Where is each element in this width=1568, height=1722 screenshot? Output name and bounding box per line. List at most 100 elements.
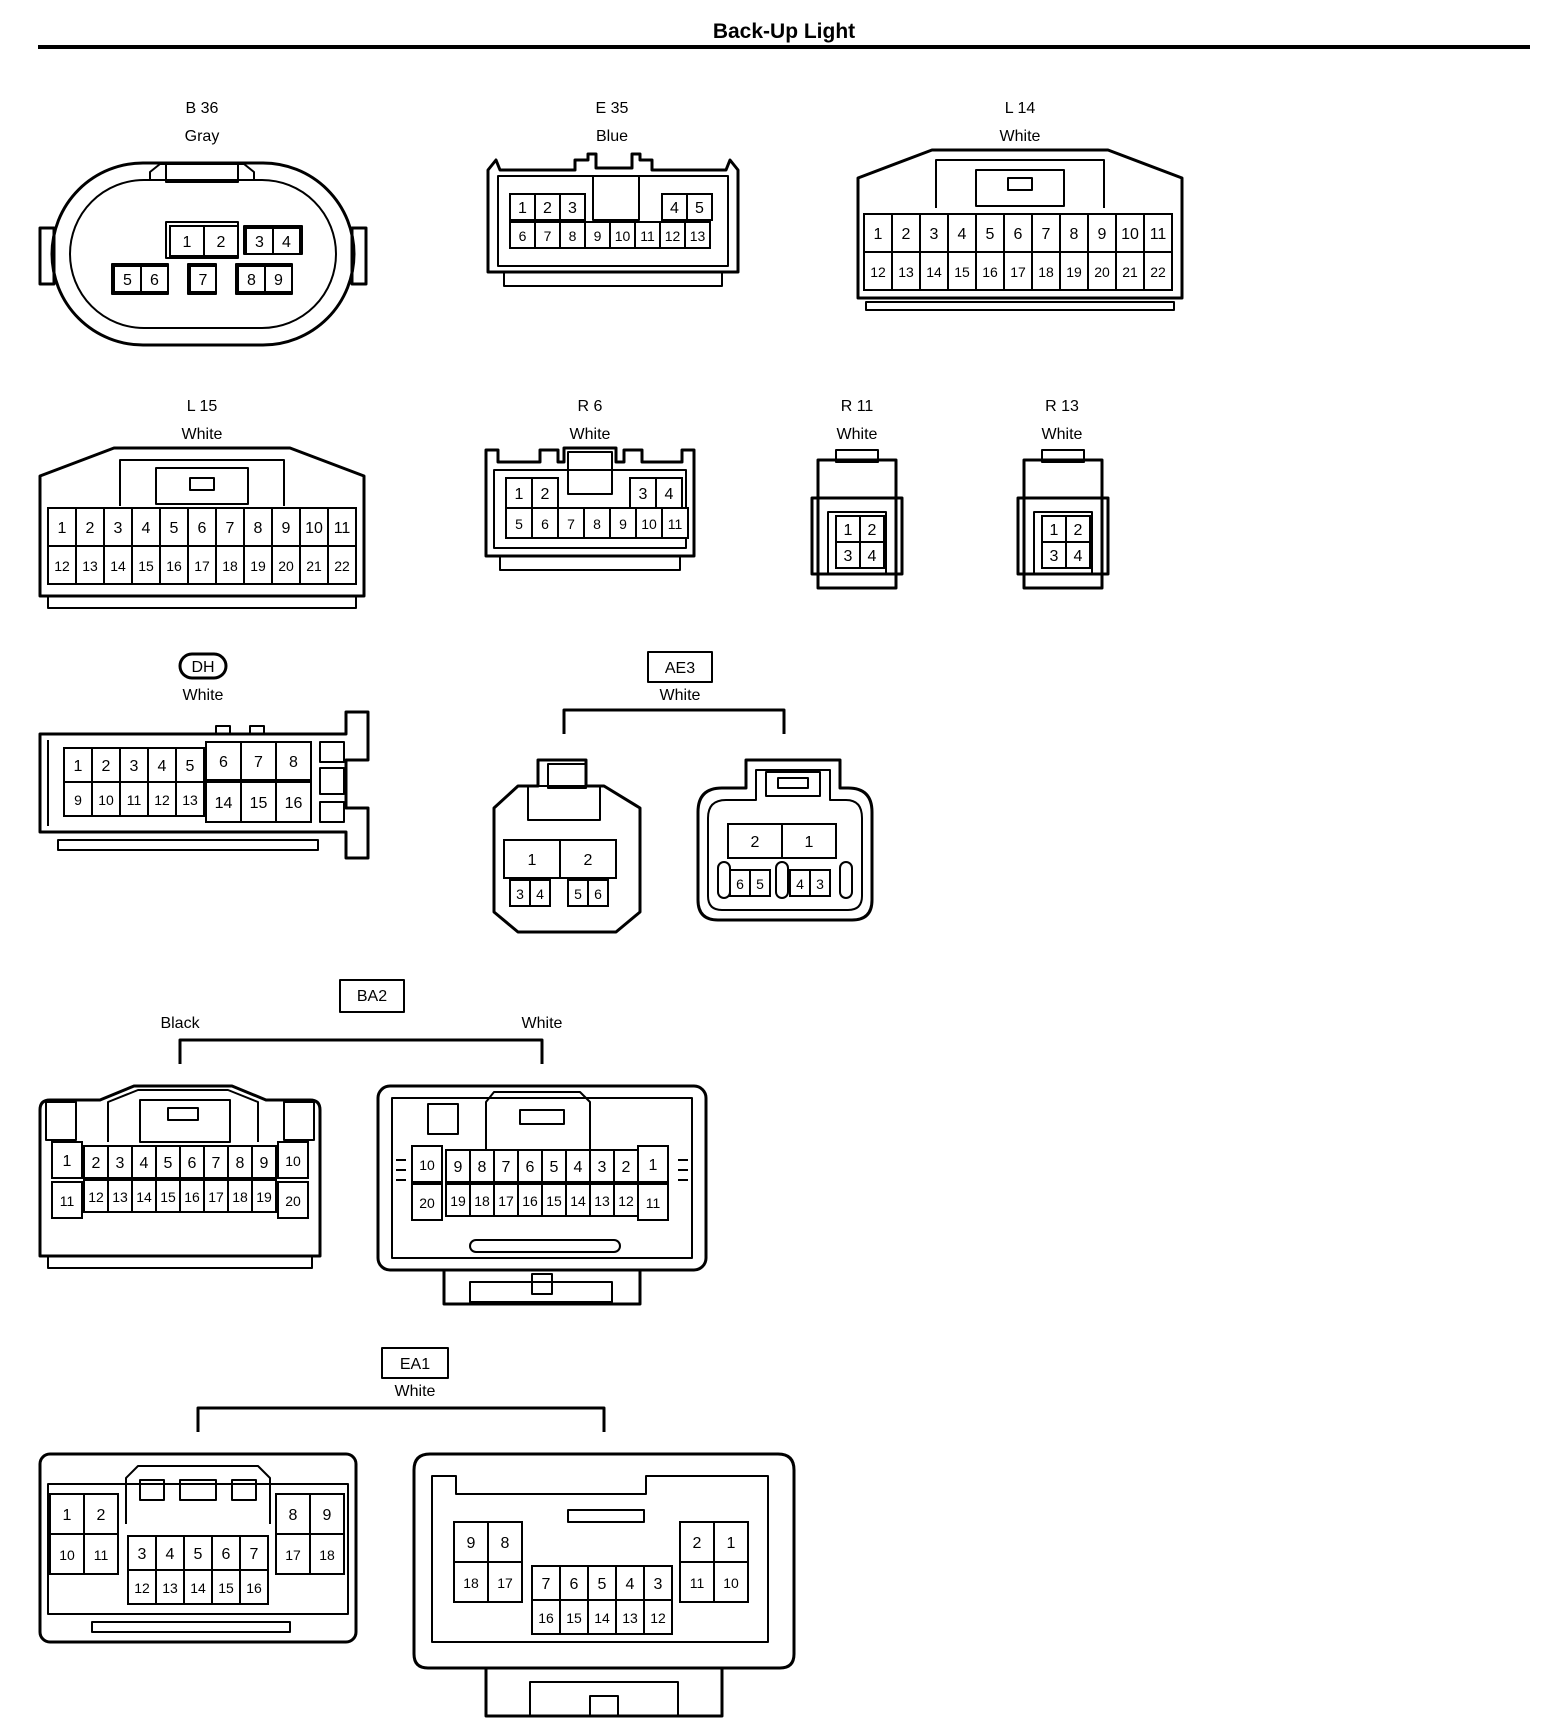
pin-cavity-l15-19: 19 bbox=[243, 545, 273, 585]
svg-text:12: 12 bbox=[154, 792, 170, 808]
svg-text:1: 1 bbox=[649, 1157, 658, 1174]
pin-cavity-l15-6: 6 bbox=[187, 507, 217, 547]
pin-cavity-e35-9: 9 bbox=[584, 221, 611, 249]
svg-text:14: 14 bbox=[570, 1193, 586, 1209]
connector-color-ba2-left: Black bbox=[160, 1015, 200, 1032]
svg-text:17: 17 bbox=[1010, 264, 1026, 280]
connector-code-b36: B 36 bbox=[186, 100, 219, 117]
svg-text:7: 7 bbox=[250, 1546, 259, 1563]
pin-cavity-l15-7: 7 bbox=[215, 507, 245, 547]
pin-cavity-ba2-19: 19 bbox=[251, 1179, 277, 1213]
pin-cavity-r6-4: 4 bbox=[655, 477, 683, 509]
svg-text:8: 8 bbox=[236, 1155, 245, 1172]
pin-cavity-ba2-2: 2 bbox=[83, 1145, 109, 1179]
svg-text:9: 9 bbox=[260, 1155, 269, 1172]
pin-cavity-ba2-19: 19 bbox=[445, 1183, 471, 1217]
pin-cavity-ba2-12: 12 bbox=[83, 1179, 109, 1213]
connector-color-ba2-right: White bbox=[522, 1015, 563, 1032]
pin-cavity-dh-13: 13 bbox=[175, 781, 205, 817]
pin-cavity-ba2-3: 3 bbox=[107, 1145, 133, 1179]
pin-cavity-ea1-10: 10 bbox=[49, 1533, 85, 1575]
connector-e35: E 35 Blue bbox=[486, 100, 740, 287]
pin-cavity-l15-17: 17 bbox=[187, 545, 217, 585]
svg-text:15: 15 bbox=[138, 558, 154, 574]
svg-text:2: 2 bbox=[1074, 522, 1083, 539]
pin-cavity-ea1-10: 10 bbox=[713, 1561, 749, 1603]
svg-text:12: 12 bbox=[88, 1189, 104, 1205]
svg-text:7: 7 bbox=[567, 516, 575, 532]
pin-cavity-e35-7: 7 bbox=[534, 221, 561, 249]
pin-cavity-r6-1: 1 bbox=[505, 477, 533, 509]
svg-text:16: 16 bbox=[184, 1189, 200, 1205]
svg-text:14: 14 bbox=[215, 795, 233, 812]
pin-cavity-dh-15: 15 bbox=[240, 781, 277, 823]
svg-text:9: 9 bbox=[274, 272, 283, 289]
svg-text:7: 7 bbox=[502, 1159, 511, 1176]
svg-text:10: 10 bbox=[1121, 226, 1139, 243]
pin-cavity-l15-16: 16 bbox=[159, 545, 189, 585]
connector-r13: R 13 White bbox=[1016, 398, 1110, 590]
pin-cavity-ea1-6: 6 bbox=[211, 1535, 241, 1571]
svg-text:11: 11 bbox=[690, 1575, 705, 1591]
svg-text:15: 15 bbox=[160, 1189, 176, 1205]
pin-cavity-l14-14: 14 bbox=[919, 251, 949, 291]
pin-cavity-ba2-20: 20 bbox=[411, 1183, 443, 1221]
connector-color-ea1: White bbox=[395, 1383, 436, 1400]
pin-cavity-e35-10: 10 bbox=[609, 221, 636, 249]
connector-code-r6: R 6 bbox=[578, 398, 603, 415]
pin-cavity-ba2-4: 4 bbox=[131, 1145, 157, 1179]
pin-cavity-b36-9: 9 bbox=[264, 265, 293, 293]
pin-cavity-r6-10: 10 bbox=[635, 507, 663, 539]
pin-cavity-ba2-18: 18 bbox=[227, 1179, 253, 1213]
pin-cavity-ba2-16: 16 bbox=[179, 1179, 205, 1213]
svg-text:4: 4 bbox=[958, 226, 967, 243]
connector-r6: R 6 White bbox=[484, 398, 696, 571]
svg-text:1: 1 bbox=[515, 486, 524, 503]
svg-text:13: 13 bbox=[622, 1610, 638, 1626]
svg-text:6: 6 bbox=[1014, 226, 1023, 243]
pin-cavity-r6-6: 6 bbox=[531, 507, 559, 539]
svg-text:1: 1 bbox=[874, 226, 883, 243]
pin-cavity-dh-11: 11 bbox=[119, 781, 149, 817]
svg-text:6: 6 bbox=[570, 1576, 579, 1593]
pin-cavity-r11-3: 3 bbox=[835, 541, 861, 569]
svg-text:4: 4 bbox=[166, 1546, 175, 1563]
svg-text:14: 14 bbox=[110, 558, 126, 574]
svg-text:16: 16 bbox=[285, 795, 303, 812]
svg-text:18: 18 bbox=[232, 1189, 248, 1205]
svg-text:8: 8 bbox=[501, 1535, 510, 1552]
svg-text:2: 2 bbox=[541, 486, 550, 503]
svg-text:5: 5 bbox=[695, 200, 704, 217]
svg-text:13: 13 bbox=[112, 1189, 128, 1205]
pin-cavity-ea1-1: 1 bbox=[713, 1521, 749, 1563]
pin-cavity-ae3-1: 1 bbox=[781, 823, 837, 859]
svg-text:5: 5 bbox=[986, 226, 995, 243]
svg-text:18: 18 bbox=[474, 1193, 490, 1209]
svg-text:3: 3 bbox=[1050, 548, 1059, 565]
pin-cavity-ea1-12: 12 bbox=[643, 1599, 673, 1635]
connector-color-dh: White bbox=[183, 687, 224, 704]
svg-text:6: 6 bbox=[150, 272, 159, 289]
svg-text:8: 8 bbox=[1070, 226, 1079, 243]
connector-code-ea1: EA1 bbox=[400, 1356, 430, 1373]
pin-cavity-l15-13: 13 bbox=[75, 545, 105, 585]
svg-text:6: 6 bbox=[526, 1159, 535, 1176]
pin-cavity-ae3-4: 4 bbox=[789, 869, 811, 897]
connector-color-r13: White bbox=[1042, 426, 1083, 443]
pin-cavity-ea1-12: 12 bbox=[127, 1569, 157, 1605]
pin-cavity-l14-5: 5 bbox=[975, 213, 1005, 253]
pin-cavity-dh-16: 16 bbox=[275, 781, 312, 823]
pin-cavity-e35-1: 1 bbox=[509, 193, 536, 221]
connector-code-dh: DH bbox=[191, 659, 214, 676]
svg-text:13: 13 bbox=[182, 792, 198, 808]
svg-text:11: 11 bbox=[640, 228, 655, 244]
pin-cavity-l15-3: 3 bbox=[103, 507, 133, 547]
connector-ae3: AE3 White bbox=[492, 651, 874, 934]
connector-code-r11: R 11 bbox=[841, 398, 874, 415]
connector-color-b36: Gray bbox=[185, 128, 220, 145]
svg-text:4: 4 bbox=[158, 758, 167, 775]
svg-text:18: 18 bbox=[1038, 264, 1054, 280]
svg-text:1: 1 bbox=[63, 1153, 72, 1170]
pin-cavity-ae3-6: 6 bbox=[729, 869, 751, 897]
connector-ba2: BA2 Black White bbox=[38, 979, 708, 1306]
